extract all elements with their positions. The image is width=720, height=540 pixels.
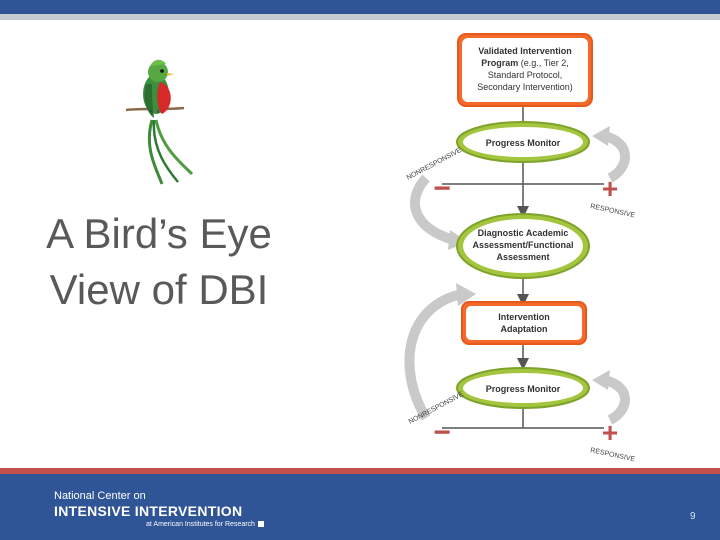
- top-bar-stripe: [0, 14, 720, 20]
- title-line-2: View of DBI: [49, 266, 269, 313]
- title-line-1: A Bird’s Eye: [46, 210, 272, 257]
- responsive-bottom-arrow: [602, 375, 630, 425]
- adaptation-line-2: Adaptation: [501, 324, 548, 334]
- adaptation-line-1: Intervention: [498, 312, 550, 322]
- quetzal-bird-icon: [125, 59, 194, 185]
- responsive-plus-1: +: [602, 173, 618, 204]
- footer-bar: [0, 474, 720, 540]
- page-number: 9: [690, 511, 696, 522]
- progress-monitor-1-label: Progress Monitor: [486, 138, 561, 148]
- org-line-3: at American Institutes for Research: [146, 521, 264, 528]
- validated-line-2: Program (e.g., Tier 2,: [481, 58, 569, 68]
- top-bar: [0, 0, 720, 14]
- loop-back-arrow: [404, 289, 464, 421]
- responsive-plus-2: +: [602, 417, 618, 448]
- footer-accent-line: [0, 468, 720, 474]
- org-square-icon: [257, 521, 264, 528]
- org-line-2: INTENSIVE INTERVENTION: [54, 503, 243, 519]
- responsive-top-arrow: [602, 131, 630, 183]
- diagnostic-line-2: Assessment/Functional: [472, 240, 573, 250]
- diagnostic-line-1: Diagnostic Academic: [478, 228, 569, 238]
- nonresponsive-minus-1: −: [433, 172, 451, 205]
- dbi-flow-diagram: Validated Intervention Program (e.g., Ti…: [404, 33, 636, 463]
- validated-line-1: Validated Intervention: [478, 46, 572, 56]
- validated-line-4: Secondary Intervention): [477, 82, 573, 92]
- nonresponsive-minus-2: −: [433, 416, 451, 449]
- responsive-label-1: RESPONSIVE: [590, 203, 636, 219]
- nonresponsive-top-arrow: [410, 174, 456, 245]
- progress-monitor-2-label: Progress Monitor: [486, 384, 561, 394]
- diagnostic-line-3: Assessment: [496, 252, 549, 262]
- responsive-label-2: RESPONSIVE: [590, 447, 636, 463]
- validated-line-3: Standard Protocol,: [488, 70, 563, 80]
- page-title: A Bird’s Eye View of DBI: [14, 206, 304, 318]
- org-line-1: National Center on: [54, 490, 146, 502]
